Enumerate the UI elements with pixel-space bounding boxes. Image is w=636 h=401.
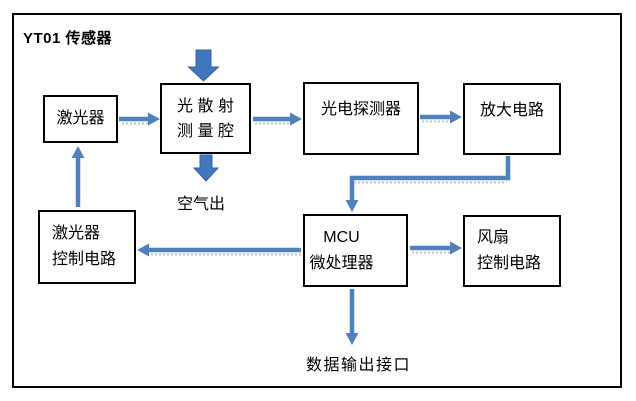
block-photodetector-label: 光电探测器 — [320, 101, 401, 118]
block-scattering-chamber-label-line1: 光 散 射 — [177, 97, 234, 115]
block-amplifier-circuit-label: 放大电路 — [479, 102, 544, 119]
block-mcu-microprocessor: MCU 微处理器 — [303, 214, 408, 287]
block-laser-control-circuit: 激光器 控制电路 — [38, 210, 136, 284]
block-laser-control-label-line1: 激光器 — [52, 225, 101, 242]
block-fan-control-label-line2: 控制电路 — [477, 255, 542, 272]
block-laser-control-label-line2: 控制电路 — [52, 251, 117, 268]
diagram-title: YT01 传感器 — [23, 30, 113, 47]
data-output-interface-label: 数据输出接口 — [306, 357, 412, 374]
diagram-border-frame — [12, 13, 622, 388]
block-scattering-chamber-label-line2: 测 量 腔 — [177, 122, 234, 140]
block-laser: 激光器 — [43, 95, 118, 143]
block-fan-control-circuit: 风扇 控制电路 — [463, 215, 561, 287]
block-fan-control-label-line1: 风扇 — [477, 229, 510, 246]
block-scattering-chamber: 光 散 射 测 量 腔 — [160, 83, 251, 154]
block-photodetector: 光电探测器 — [303, 82, 419, 155]
block-mcu-label-line2: 微处理器 — [309, 254, 374, 272]
block-mcu-label-line1: MCU — [323, 228, 360, 246]
air-out-label: 空气出 — [177, 196, 226, 213]
block-amplifier-circuit: 放大电路 — [463, 83, 561, 155]
block-laser-label: 激光器 — [56, 110, 105, 127]
